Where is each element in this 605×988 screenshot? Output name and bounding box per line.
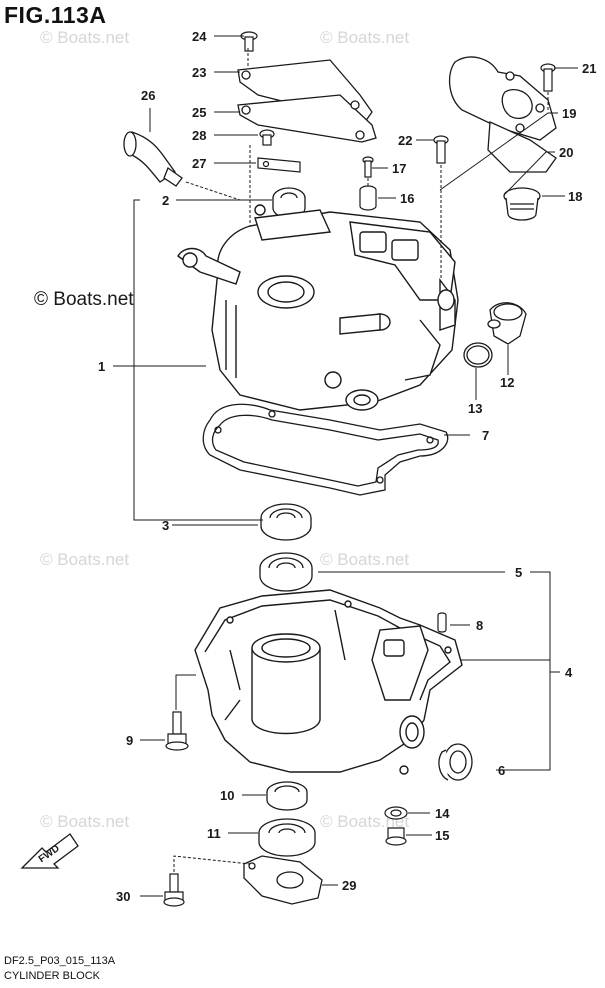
callout-23: 23 bbox=[192, 65, 206, 80]
dowel-16 bbox=[359, 185, 377, 211]
seal-6 bbox=[438, 743, 473, 781]
callout-8: 8 bbox=[476, 618, 483, 633]
callout-17: 17 bbox=[392, 161, 406, 176]
plate-29 bbox=[243, 855, 323, 905]
figure-caption: CYLINDER BLOCK bbox=[4, 970, 100, 982]
cylinder-block bbox=[177, 204, 459, 411]
callout-5: 5 bbox=[515, 565, 522, 580]
bolt-28 bbox=[259, 129, 275, 146]
o-ring-13 bbox=[463, 342, 493, 368]
bolt-9 bbox=[165, 711, 189, 751]
bolt-24 bbox=[240, 31, 258, 52]
callout-25: 25 bbox=[192, 105, 206, 120]
callout-12: 12 bbox=[500, 375, 514, 390]
callout-24: 24 bbox=[192, 29, 207, 44]
leader-lines bbox=[113, 35, 578, 897]
bracket-assembly bbox=[237, 59, 377, 143]
bolt-22 bbox=[433, 135, 449, 164]
callout-14: 14 bbox=[435, 806, 450, 821]
callout-2: 2 bbox=[162, 193, 169, 208]
callout-7: 7 bbox=[482, 428, 489, 443]
callout-29: 29 bbox=[342, 878, 356, 893]
crankcase bbox=[194, 589, 463, 775]
callout-11: 11 bbox=[207, 826, 221, 841]
callout-22: 22 bbox=[398, 133, 412, 148]
callout-labels: 24 23 25 26 28 27 2 17 16 21 19 22 20 18… bbox=[98, 29, 596, 904]
figure-ref-code: DF2.5_P03_015_113A bbox=[4, 955, 116, 967]
figure-title: FIG.113A bbox=[4, 2, 107, 28]
callout-18: 18 bbox=[568, 189, 582, 204]
washer-14 bbox=[384, 806, 408, 820]
callout-20: 20 bbox=[559, 145, 573, 160]
seal-11 bbox=[258, 818, 316, 857]
callout-3: 3 bbox=[162, 518, 169, 533]
callout-19: 19 bbox=[562, 106, 576, 121]
thermostat-cover bbox=[448, 56, 557, 173]
thermostat-18 bbox=[503, 187, 541, 221]
watermark: © Boats.net bbox=[320, 28, 410, 47]
bolt-21 bbox=[540, 63, 556, 92]
screw-17 bbox=[362, 156, 374, 178]
fwd-arrow-icon: FWD bbox=[20, 833, 79, 869]
callout-21: 21 bbox=[582, 61, 596, 76]
callout-1: 1 bbox=[98, 359, 105, 374]
seal-10 bbox=[266, 781, 308, 811]
callout-27: 27 bbox=[192, 156, 206, 171]
plug-12 bbox=[487, 302, 527, 345]
hose-26 bbox=[123, 131, 183, 187]
callout-16: 16 bbox=[400, 191, 414, 206]
callout-15: 15 bbox=[435, 828, 449, 843]
bearing-3 bbox=[260, 503, 312, 541]
watermark: © Boats.net bbox=[320, 550, 410, 569]
watermark: © Boats.net bbox=[40, 550, 130, 569]
plate-27 bbox=[257, 157, 301, 173]
callout-13: 13 bbox=[468, 401, 482, 416]
watermark-strong: © Boats.net bbox=[34, 289, 134, 310]
callout-4: 4 bbox=[565, 665, 573, 680]
callout-30: 30 bbox=[116, 889, 130, 904]
gasket-7 bbox=[202, 403, 449, 496]
bearing-5 bbox=[259, 552, 313, 592]
pin-8 bbox=[437, 612, 447, 633]
callout-9: 9 bbox=[126, 733, 133, 748]
watermark: © Boats.net bbox=[40, 812, 130, 831]
callout-6: 6 bbox=[498, 763, 505, 778]
callout-10: 10 bbox=[220, 788, 234, 803]
plug-15 bbox=[385, 827, 407, 846]
bolt-30 bbox=[163, 873, 185, 907]
callout-26: 26 bbox=[141, 88, 155, 103]
watermark: © Boats.net bbox=[40, 28, 130, 47]
callout-28: 28 bbox=[192, 128, 206, 143]
